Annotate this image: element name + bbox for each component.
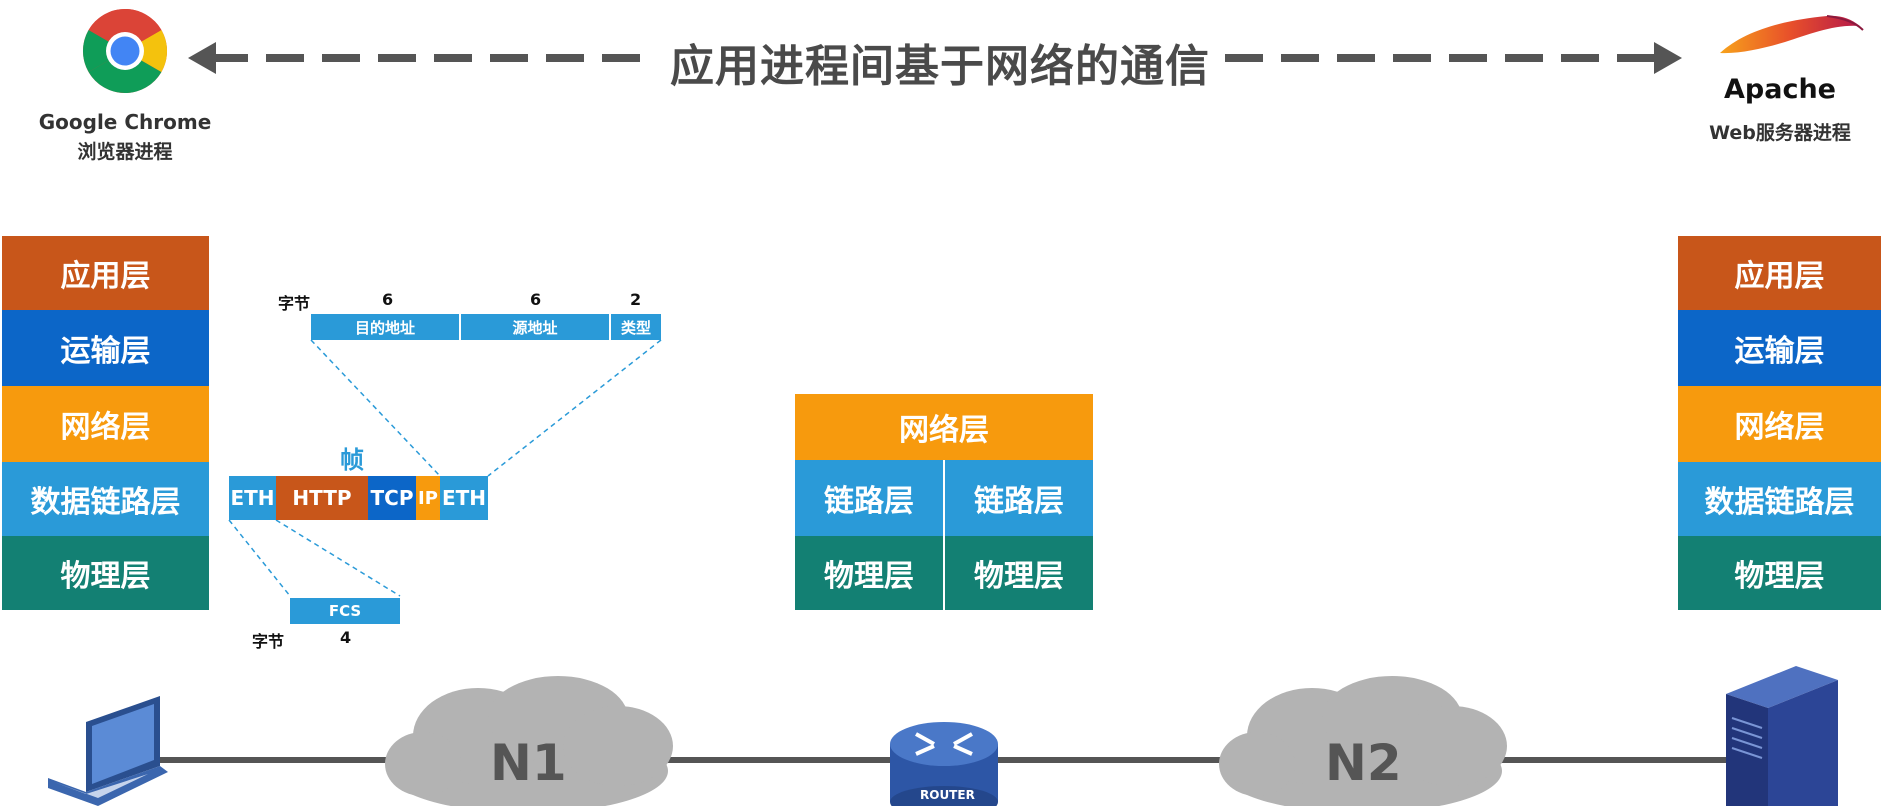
network-n2-label: N2 — [1325, 734, 1402, 792]
trailer-size: 4 — [340, 628, 352, 647]
chrome-icon — [82, 8, 168, 94]
header-field-type: 类型 — [611, 314, 661, 340]
apache-feather-icon — [1715, 8, 1865, 68]
router-label: ROUTER — [920, 788, 975, 802]
laptop-icon — [48, 692, 168, 806]
trailer-field-fcs: FCS — [290, 598, 400, 624]
router-layer-link-right: 链路层 — [945, 460, 1093, 536]
header-size-src: 6 — [530, 290, 542, 309]
frame-connector-lines — [228, 339, 662, 597]
router-layer-phys-left: 物理层 — [795, 536, 943, 610]
left-layer-application: 应用层 — [2, 236, 209, 310]
left-layer-transport: 运输层 — [2, 310, 209, 386]
right-layer-transport: 运输层 — [1678, 310, 1881, 386]
frame-part-ip: IP — [416, 476, 440, 520]
diagram-title: 应用进程间基于网络的通信 — [670, 41, 1210, 92]
header-field-src: 源地址 — [461, 314, 611, 340]
header-unit-label: 字节 — [278, 294, 311, 313]
right-layer-network: 网络层 — [1678, 386, 1881, 462]
frame-part-eth-trailer: ETH — [440, 476, 488, 520]
left-layer-datalink: 数据链路层 — [2, 462, 209, 536]
right-layer-datalink: 数据链路层 — [1678, 462, 1881, 536]
header-size-type: 2 — [630, 290, 642, 309]
cloud-n2-icon — [1217, 676, 1507, 810]
router-layer-link-left: 链路层 — [795, 460, 943, 536]
server-icon — [1722, 658, 1842, 806]
client-name: Google Chrome — [38, 110, 212, 134]
router-icon — [888, 720, 1000, 810]
left-layer-network: 网络层 — [2, 386, 209, 462]
cloud-n1-icon — [383, 676, 673, 810]
frame-part-tcp: TCP — [368, 476, 416, 520]
dashed-arrow — [188, 42, 1682, 74]
server-name: Apache — [1724, 74, 1836, 105]
header-field-dest: 目的地址 — [311, 314, 461, 340]
right-layer-physical: 物理层 — [1678, 536, 1881, 610]
right-layer-application: 应用层 — [1678, 236, 1881, 310]
frame-label: 帧 — [340, 446, 364, 474]
network-n1-label: N1 — [490, 734, 567, 792]
router-layer-network: 网络层 — [795, 394, 1093, 460]
frame-part-http: HTTP — [276, 476, 368, 520]
router-layer-phys-right: 物理层 — [945, 536, 1093, 610]
header-size-dest: 6 — [382, 290, 394, 309]
left-layer-physical: 物理层 — [2, 536, 209, 610]
server-desc: Web服务器进程 — [1709, 122, 1851, 144]
client-desc: 浏览器进程 — [77, 141, 173, 163]
frame-part-eth-header: ETH — [229, 476, 276, 520]
trailer-unit-label: 字节 — [252, 632, 285, 651]
